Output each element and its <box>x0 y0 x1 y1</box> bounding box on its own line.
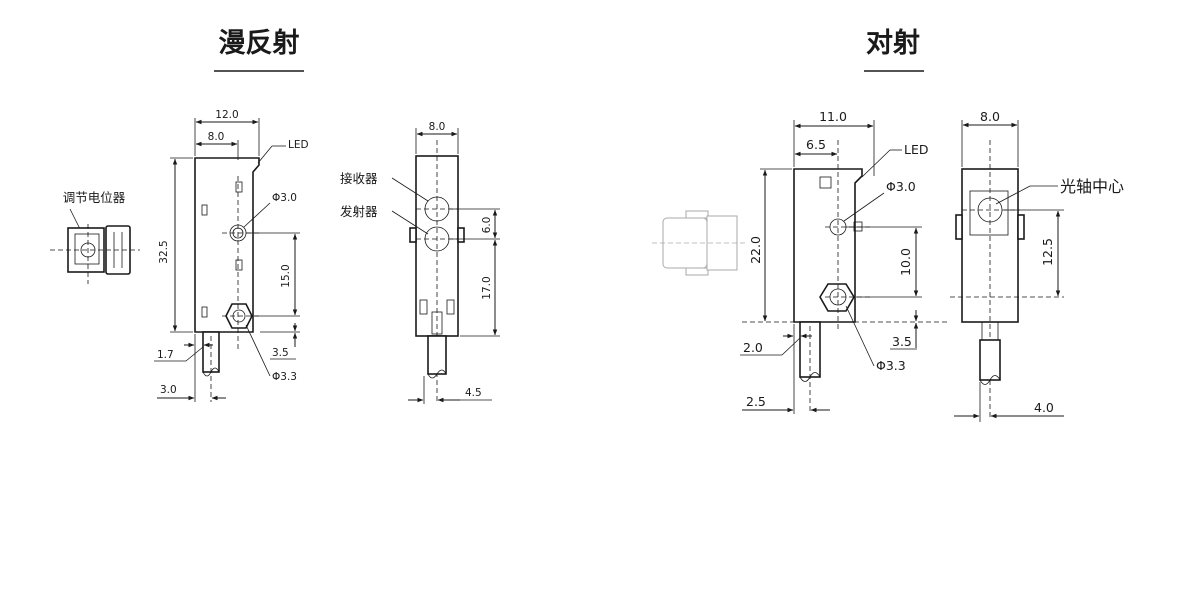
right-mount-nut <box>819 283 855 312</box>
left-section: 漫反射 调节电位器 <box>50 28 500 404</box>
right-side-dimensions: 8.0 光轴中心 12.5 4.0 <box>954 109 1124 422</box>
dim-left-side-width: 8.0 <box>429 121 446 133</box>
dim-right-bottom-offset: 3.5 <box>892 334 912 349</box>
right-lens-frame <box>969 190 1009 236</box>
dim-right-side-height: 12.5 <box>1040 238 1055 266</box>
dim-left-height-total: 32.5 <box>158 240 170 263</box>
dim-right-hole-spacing: 10.0 <box>898 248 913 276</box>
dim-right-mount-dia: Φ3.3 <box>876 358 906 373</box>
left-front-dimensions: 12.0 8.0 LED 32.5 15.0 Φ3.0 3.5 Φ3.3 <box>154 109 309 402</box>
dim-left-side-cable: 4.5 <box>465 387 482 399</box>
receiver-label: 接收器 <box>340 171 378 186</box>
left-front-view <box>194 157 260 402</box>
dim-right-width-total: 11.0 <box>819 109 847 124</box>
dim-right-side-cable: 4.0 <box>1034 400 1054 415</box>
dim-left-width-inner: 8.0 <box>208 131 225 143</box>
potentiometer-view: 调节电位器 <box>50 190 140 284</box>
dim-right-led-dia: Φ3.0 <box>886 179 916 194</box>
dim-right-cable-pos: 2.5 <box>746 394 766 409</box>
left-side-cable <box>427 335 447 375</box>
pot-frame <box>74 233 100 265</box>
right-side-view <box>950 140 1064 420</box>
right-section: 对射 <box>652 28 1124 422</box>
right-title: 对射 <box>866 28 920 59</box>
dim-left-bottom-offset: 3.5 <box>272 347 289 359</box>
optical-center-label: 光轴中心 <box>1060 177 1124 196</box>
dim-left-hole-spacing: 15.0 <box>280 264 292 287</box>
left-front-body <box>194 157 260 333</box>
dim-right-side-width: 8.0 <box>980 109 1000 124</box>
dim-left-cable-pos: 3.0 <box>160 384 177 396</box>
left-side-dimensions: 8.0 接收器 发射器 6.0 17.0 4.5 <box>340 121 500 404</box>
dim-right-height-total: 22.0 <box>748 236 763 264</box>
dim-right-cable-offset: 2.0 <box>743 340 763 355</box>
left-led-label: LED <box>288 139 309 151</box>
left-title: 漫反射 <box>219 28 300 59</box>
right-front-dimensions: 11.0 6.5 LED Φ3.0 22.0 10.0 3.5 Φ3.3 <box>740 109 929 414</box>
right-side-cable <box>979 339 1001 381</box>
dim-left-led-dia: Φ3.0 <box>272 192 297 204</box>
dim-left-cable-offset: 1.7 <box>157 349 174 361</box>
dim-left-width-total: 12.0 <box>215 109 238 121</box>
dim-left-side-height: 17.0 <box>481 276 493 299</box>
dim-right-width-inner: 6.5 <box>806 137 826 152</box>
left-side-view <box>409 140 465 404</box>
emitter-label: 发射器 <box>340 204 378 219</box>
right-led-label: LED <box>904 142 929 157</box>
dim-left-mount-dia: Φ3.3 <box>272 371 297 383</box>
adjust-label: 调节电位器 <box>63 190 126 205</box>
dim-left-lens-spacing: 6.0 <box>481 217 493 234</box>
ghost-connector-view <box>652 210 748 276</box>
right-front-view <box>742 140 950 414</box>
